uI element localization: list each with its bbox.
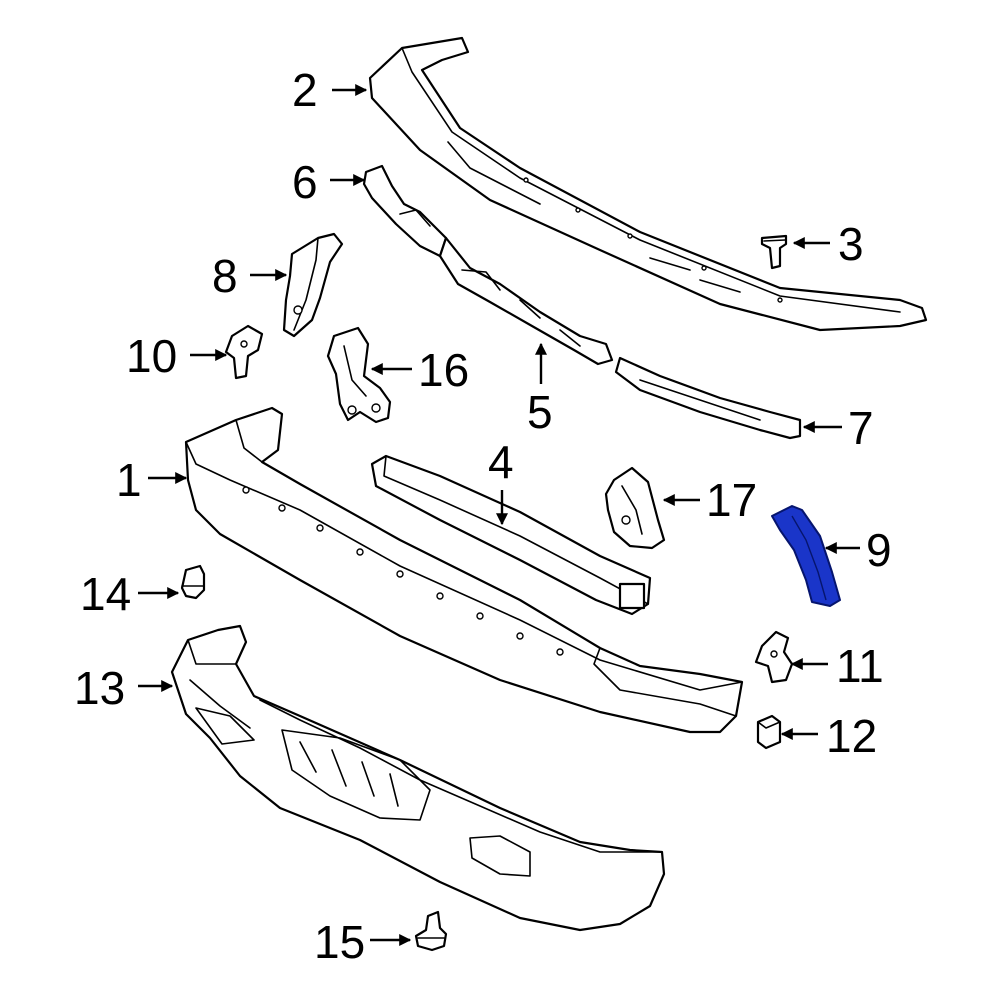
part-7-reinforcement-end [614,356,802,440]
part-12-spacer [756,714,782,750]
part-4-absorber [370,454,652,616]
callout-7: 7 [848,402,874,454]
callout-11: 11 [836,640,884,692]
callout-14: 14 [80,568,131,620]
part-16-bracket [326,326,392,424]
part-14-nut [180,564,206,600]
callout-labels: 2 3 6 5 7 8 10 16 1 4 17 9 11 12 14 13 1… [74,64,892,968]
callout-4: 4 [488,436,514,488]
callout-2: 2 [292,64,318,116]
callout-1: 1 [116,454,142,506]
part-9-bracket-highlighted[interactable] [771,505,841,607]
callout-13: 13 [74,662,125,714]
callout-15: 15 [314,916,365,968]
part-10-clip [224,324,264,380]
callout-9: 9 [866,524,892,576]
part-11-clip [754,630,794,684]
bumper-holes [242,486,564,656]
callout-12: 12 [826,710,877,762]
callout-17: 17 [706,474,757,526]
leader-lines [138,84,860,946]
part-13-lower-valance [170,624,666,932]
callout-6: 6 [292,156,318,208]
part-3-bolt [760,234,788,270]
part-2-upper-valance [368,36,928,332]
part-6-reinforcement-end [362,164,448,258]
part-17-bracket [604,466,666,550]
callout-8: 8 [212,250,238,302]
callout-10: 10 [126,330,177,382]
part-5-reinforcement-strip [438,236,614,366]
callout-3: 3 [838,218,864,270]
callout-5: 5 [527,386,553,438]
part-1-bumper [184,406,744,734]
part-15-bolt [414,910,448,952]
part-8-bracket [282,232,344,338]
callout-16: 16 [418,344,469,396]
